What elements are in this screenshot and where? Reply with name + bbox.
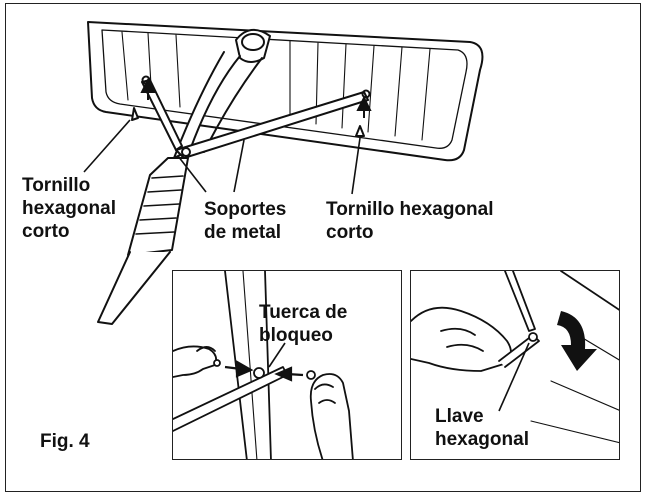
left-bolt — [132, 108, 138, 120]
inset-lock-nut: Tuerca de bloqueo — [172, 270, 402, 460]
handle-pole — [98, 252, 170, 324]
figure-number: Fig. 4 — [40, 430, 90, 453]
label-metal-supports: Soportes de metal — [204, 198, 286, 244]
lock-nut-illustration — [173, 271, 402, 460]
right-bolt — [356, 126, 364, 136]
handle-grip — [128, 158, 188, 255]
inset-hex-key: Llave hexagonal — [410, 270, 620, 460]
label-lock-nut: Tuerca de bloqueo — [259, 301, 347, 347]
label-right-bolt: Tornillo hexagonal corto — [326, 198, 494, 244]
label-hex-key: Llave hexagonal — [435, 405, 529, 451]
label-left-bolt: Tornillo hexagonal corto — [22, 174, 116, 243]
